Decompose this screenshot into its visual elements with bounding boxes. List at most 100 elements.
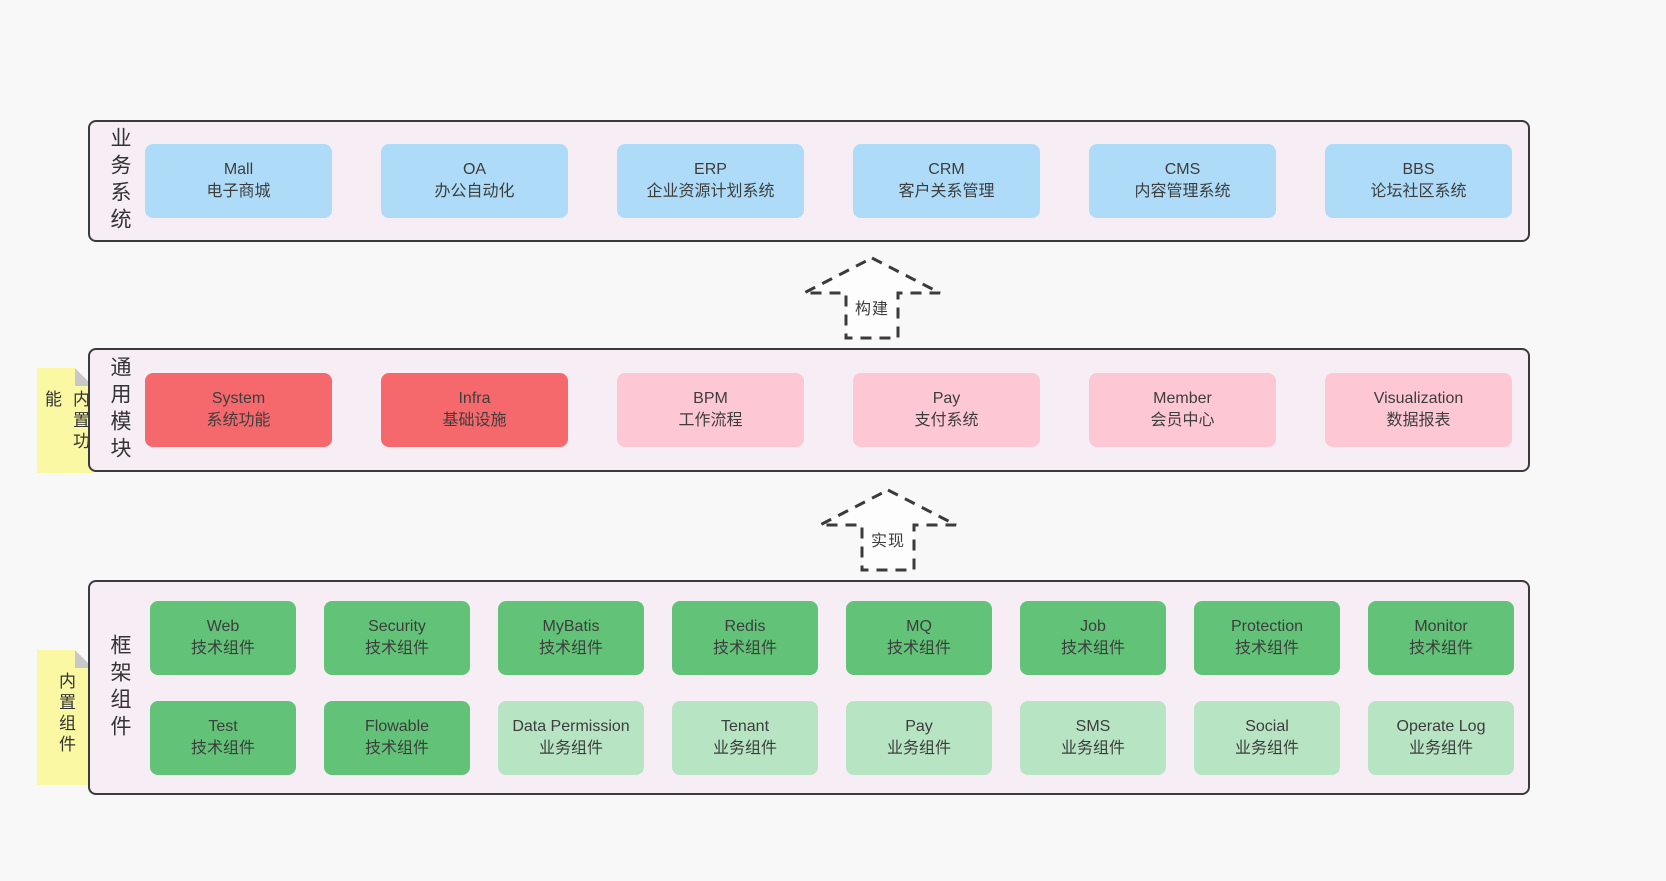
box-web: Web 技术组件 bbox=[150, 600, 296, 675]
box-tenant: Tenant 业务组件 bbox=[672, 700, 818, 775]
box-title: OA bbox=[462, 161, 487, 178]
framework-row-1: Web 技术组件 Security 技术组件 MyBatis 技术组件 Redi… bbox=[150, 600, 1514, 675]
box-subtitle: 技术组件 bbox=[364, 639, 429, 657]
box-subtitle: 技术组件 bbox=[1234, 639, 1299, 657]
box-title: Visualization bbox=[1373, 390, 1464, 407]
box-title: ERP bbox=[694, 161, 727, 178]
band-label-framework-components: 框架组件 bbox=[108, 633, 131, 742]
box-data-permission: Data Permission 业务组件 bbox=[498, 700, 644, 775]
sticky-note-built-in-components: 内置组件 bbox=[37, 650, 93, 785]
box-bpm: BPM 工作流程 bbox=[617, 373, 804, 447]
box-member: Member 会员中心 bbox=[1089, 373, 1276, 447]
box-subtitle: 技术组件 bbox=[712, 639, 777, 657]
box-security: Security 技术组件 bbox=[324, 600, 470, 675]
box-subtitle: 技术组件 bbox=[538, 639, 603, 657]
box-title: System bbox=[211, 390, 266, 407]
box-sms: SMS 业务组件 bbox=[1020, 700, 1166, 775]
band-label-common-modules: 通用模块 bbox=[108, 356, 131, 464]
box-redis: Redis 技术组件 bbox=[672, 600, 818, 675]
box-title: Security bbox=[368, 617, 426, 635]
box-subtitle: 内容管理系统 bbox=[1134, 183, 1231, 200]
common-module-boxes: System 系统功能 Infra 基础设施 BPM 工作流程 Pay 支付系统… bbox=[145, 373, 1512, 447]
box-subtitle: 技术组件 bbox=[190, 739, 255, 757]
box-title: CMS bbox=[1164, 161, 1201, 178]
box-cms: CMS 内容管理系统 bbox=[1089, 144, 1276, 218]
box-subtitle: 业务组件 bbox=[712, 739, 777, 757]
box-mq: MQ 技术组件 bbox=[846, 600, 992, 675]
band-label-business-systems: 业务系统 bbox=[108, 127, 131, 235]
box-title: CRM bbox=[928, 161, 965, 178]
box-subtitle: 业务组件 bbox=[1408, 739, 1473, 757]
box-subtitle: 业务组件 bbox=[886, 739, 951, 757]
box-subtitle: 技术组件 bbox=[886, 639, 951, 657]
box-test: Test 技术组件 bbox=[150, 700, 296, 775]
box-title: Mall bbox=[223, 161, 254, 178]
box-title: Operate Log bbox=[1396, 717, 1486, 735]
box-flowable: Flowable 技术组件 bbox=[324, 700, 470, 775]
box-subtitle: 技术组件 bbox=[190, 639, 255, 657]
box-subtitle: 业务组件 bbox=[538, 739, 603, 757]
box-title: SMS bbox=[1075, 717, 1111, 735]
box-subtitle: 技术组件 bbox=[1060, 639, 1125, 657]
box-crm: CRM 客户关系管理 bbox=[853, 144, 1040, 218]
box-monitor: Monitor 技术组件 bbox=[1368, 600, 1514, 675]
sticky-note-label: 内置功能 bbox=[42, 390, 89, 453]
box-subtitle: 技术组件 bbox=[364, 739, 429, 757]
up-block-arrow-icon bbox=[803, 256, 941, 340]
box-subtitle: 数据报表 bbox=[1386, 412, 1451, 429]
box-title: Monitor bbox=[1414, 617, 1468, 635]
build-arrow: 构建 bbox=[802, 255, 942, 341]
box-bbs: BBS 论坛社区系统 bbox=[1325, 144, 1512, 218]
box-subtitle: 客户关系管理 bbox=[898, 183, 995, 200]
box-subtitle: 会员中心 bbox=[1150, 412, 1215, 429]
implement-arrow-label: 实现 bbox=[870, 533, 905, 550]
business-system-boxes: Mall 电子商城 OA 办公自动化 ERP 企业资源计划系统 CRM 客户关系… bbox=[145, 144, 1512, 218]
box-subtitle: 办公自动化 bbox=[434, 183, 515, 200]
box-pay: Pay 支付系统 bbox=[853, 373, 1040, 447]
box-title: Job bbox=[1080, 617, 1106, 635]
box-infra: Infra 基础设施 bbox=[381, 373, 568, 447]
implement-arrow: 实现 bbox=[818, 487, 958, 573]
box-subtitle: 系统功能 bbox=[206, 412, 271, 429]
up-block-arrow-icon bbox=[819, 488, 957, 572]
box-social: Social 业务组件 bbox=[1194, 700, 1340, 775]
box-title: Data Permission bbox=[512, 717, 630, 735]
band-framework-components: 框架组件 Web 技术组件 Security 技术组件 MyBatis 技术组件… bbox=[88, 580, 1530, 795]
box-erp: ERP 企业资源计划系统 bbox=[617, 144, 804, 218]
band-common-modules: 通用模块 System 系统功能 Infra 基础设施 BPM 工作流程 Pay… bbox=[88, 348, 1530, 472]
box-title: Pay bbox=[932, 390, 961, 407]
box-title: BBS bbox=[1402, 161, 1435, 178]
box-operate-log: Operate Log 业务组件 bbox=[1368, 700, 1514, 775]
box-subtitle: 支付系统 bbox=[914, 412, 979, 429]
box-subtitle: 论坛社区系统 bbox=[1370, 183, 1467, 200]
box-title: Pay bbox=[905, 717, 933, 735]
box-visualization: Visualization 数据报表 bbox=[1325, 373, 1512, 447]
box-title: Test bbox=[208, 717, 238, 735]
framework-component-rows: Web 技术组件 Security 技术组件 MyBatis 技术组件 Redi… bbox=[150, 600, 1514, 775]
box-title: BPM bbox=[693, 390, 728, 407]
box-pay-business: Pay 业务组件 bbox=[846, 700, 992, 775]
box-title: Tenant bbox=[720, 717, 770, 735]
box-title: Infra bbox=[458, 390, 491, 407]
band-business-systems: 业务系统 Mall 电子商城 OA 办公自动化 ERP 企业资源计划系统 CRM… bbox=[88, 120, 1530, 242]
box-subtitle: 技术组件 bbox=[1408, 639, 1473, 657]
box-oa: OA 办公自动化 bbox=[381, 144, 568, 218]
box-title: Flowable bbox=[364, 717, 430, 735]
box-protection: Protection 技术组件 bbox=[1194, 600, 1340, 675]
framework-row-2: Test 技术组件 Flowable 技术组件 Data Permission … bbox=[150, 700, 1514, 775]
box-title: Redis bbox=[724, 617, 766, 635]
box-title: MQ bbox=[906, 617, 932, 635]
box-title: Member bbox=[1153, 390, 1212, 407]
box-subtitle: 工作流程 bbox=[678, 412, 743, 429]
sticky-note-built-in-features: 内置功能 bbox=[37, 368, 93, 473]
box-subtitle: 企业资源计划系统 bbox=[646, 183, 775, 200]
build-arrow-label: 构建 bbox=[854, 301, 889, 318]
box-subtitle: 基础设施 bbox=[442, 412, 507, 429]
box-system: System 系统功能 bbox=[145, 373, 332, 447]
box-title: MyBatis bbox=[542, 617, 600, 635]
box-title: Web bbox=[206, 617, 240, 635]
box-subtitle: 业务组件 bbox=[1060, 739, 1125, 757]
box-job: Job 技术组件 bbox=[1020, 600, 1166, 675]
box-subtitle: 业务组件 bbox=[1234, 739, 1299, 757]
